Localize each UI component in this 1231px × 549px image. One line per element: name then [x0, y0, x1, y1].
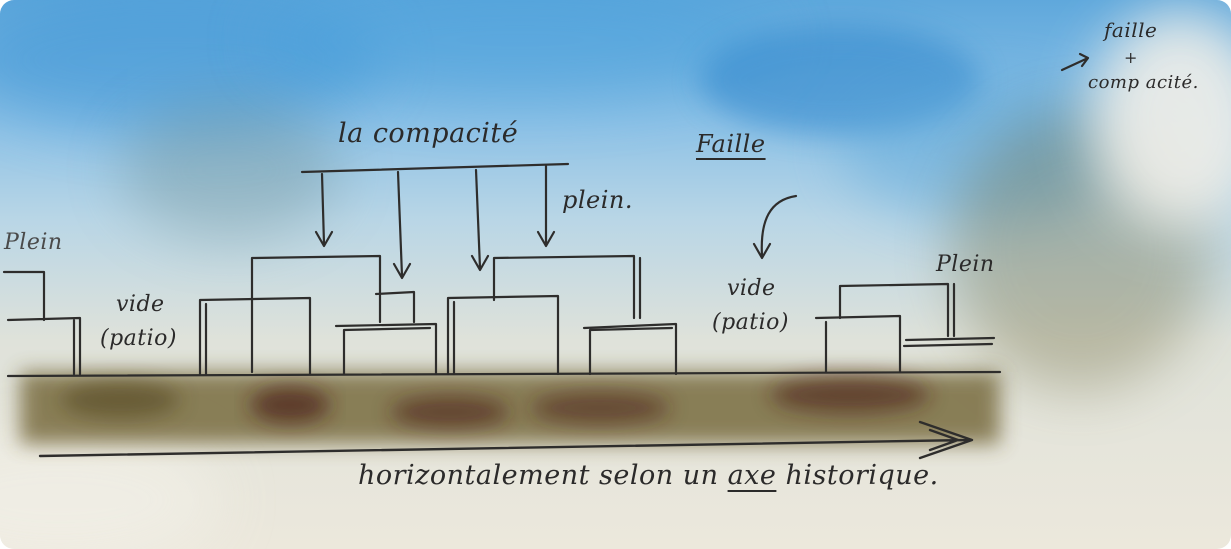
compacite-label: la compacité	[338, 118, 519, 149]
building-right-low	[814, 314, 996, 374]
arrow	[1060, 52, 1090, 72]
sky-blot	[260, 0, 780, 100]
vide-label: vide	[116, 292, 165, 317]
arrow	[470, 168, 490, 272]
direction-arrow	[38, 420, 974, 460]
ground-stain	[60, 382, 180, 418]
ground-stain	[390, 396, 510, 428]
plein-label: plein.	[562, 186, 634, 214]
building-right-tall	[838, 282, 956, 338]
caption-axe: axe	[727, 460, 777, 491]
arrow	[752, 194, 798, 260]
ground-stain	[530, 392, 670, 424]
corner-note-plus: +	[1124, 48, 1138, 67]
corner-note-compacite: comp acité.	[1088, 72, 1199, 93]
building-low-left	[198, 296, 312, 376]
ground-stain	[250, 387, 330, 423]
compacite-bracket	[300, 162, 570, 174]
building-tall-left	[250, 254, 382, 374]
caption: horizontalement selon un axe historique.	[358, 460, 939, 491]
faille-label: Faille	[696, 130, 766, 158]
building-low-right	[582, 322, 678, 376]
plein-label: Plein	[936, 252, 995, 277]
corner-note-faille: faille	[1104, 18, 1158, 42]
arrow	[536, 164, 556, 248]
pale-blot	[1090, 10, 1231, 230]
plein-label: Plein	[4, 230, 63, 255]
building-small-tower	[374, 290, 416, 324]
sky-shadow	[120, 100, 340, 240]
building-tall-right	[492, 254, 642, 320]
patio-label: (patio)	[100, 326, 177, 351]
pale-blot	[0, 430, 220, 549]
patio-label: (patio)	[712, 310, 789, 335]
ground-stain	[770, 377, 930, 413]
building-mid-right	[446, 294, 560, 376]
arrow	[392, 170, 412, 280]
caption-start: horizontalement selon un	[358, 460, 728, 491]
building-low-mid	[334, 322, 438, 376]
arrow	[314, 172, 334, 248]
ground-line	[6, 370, 1002, 378]
vide-label: vide	[727, 276, 776, 301]
building-left-edge	[2, 270, 82, 376]
caption-end: historique.	[776, 460, 939, 491]
